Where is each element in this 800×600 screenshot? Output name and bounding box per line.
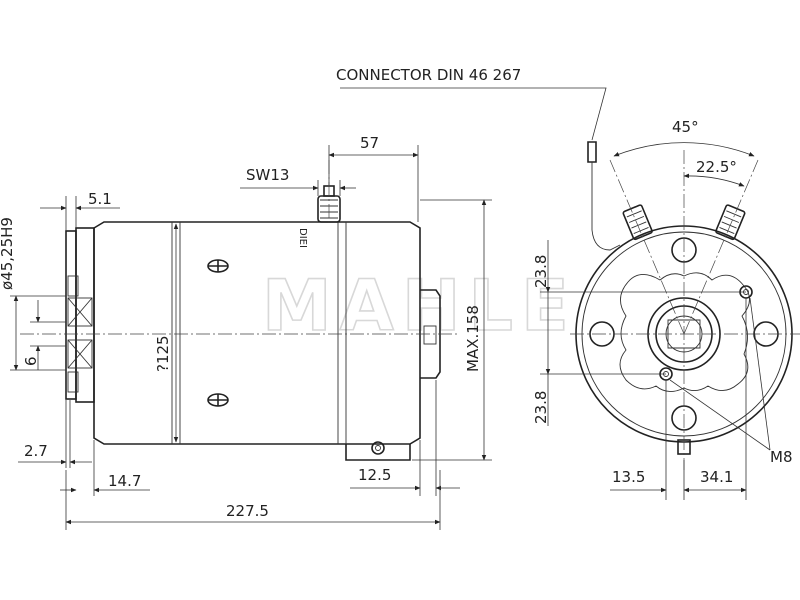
angle-22-5: 22.5° [696, 158, 737, 176]
dim-2-7: 2.7 [24, 442, 48, 460]
dim-23-8-bottom: 23.8 [532, 391, 550, 424]
dim-45-25h9: ø45,25H9 [0, 217, 16, 290]
connector-plug [587, 141, 597, 163]
dim-max-158: MAX.158 [464, 305, 482, 372]
terminal-right [715, 204, 746, 241]
connector-callout: CONNECTOR DIN 46 267 [336, 66, 621, 251]
bottom-foot [345, 444, 411, 461]
dim-57: 57 [360, 134, 379, 152]
dim-125: ?125 [154, 335, 172, 372]
motor-end-view [570, 150, 800, 470]
dim-6: 6 [22, 356, 40, 366]
mount-screw-upper [207, 259, 229, 273]
end-dimensions: 45° 22.5° 23.8 23.8 13.5 34.1 M8 [532, 118, 793, 500]
side-dimensions: 57 SW13 5.1 ø45,25H9 6 ?125 MAX.158 [0, 134, 492, 530]
motor-housing [93, 221, 421, 445]
dim-34-1: 34.1 [700, 468, 733, 486]
terminal-mark: DIEI [297, 228, 308, 248]
bottom-bolt [371, 441, 385, 455]
bearing-top [67, 297, 93, 327]
angle-45: 45° [672, 118, 699, 136]
dim-23-8-top: 23.8 [532, 255, 550, 288]
dim-13-5: 13.5 [612, 468, 645, 486]
bearing-bottom [67, 339, 93, 369]
terminal-left [622, 204, 653, 241]
dim-227-5: 227.5 [226, 502, 269, 520]
brush-plate [619, 272, 750, 392]
flange-step [75, 227, 95, 403]
dim-14-7: 14.7 [108, 472, 141, 490]
mount-screw-lower [207, 393, 229, 407]
dim-sw13: SW13 [246, 166, 289, 184]
dim-12-5: 12.5 [358, 466, 391, 484]
dim-5-1: 5.1 [88, 190, 112, 208]
front-flange [65, 230, 77, 400]
thread-m8: M8 [770, 448, 793, 466]
connector-label: CONNECTOR DIN 46 267 [336, 66, 521, 84]
